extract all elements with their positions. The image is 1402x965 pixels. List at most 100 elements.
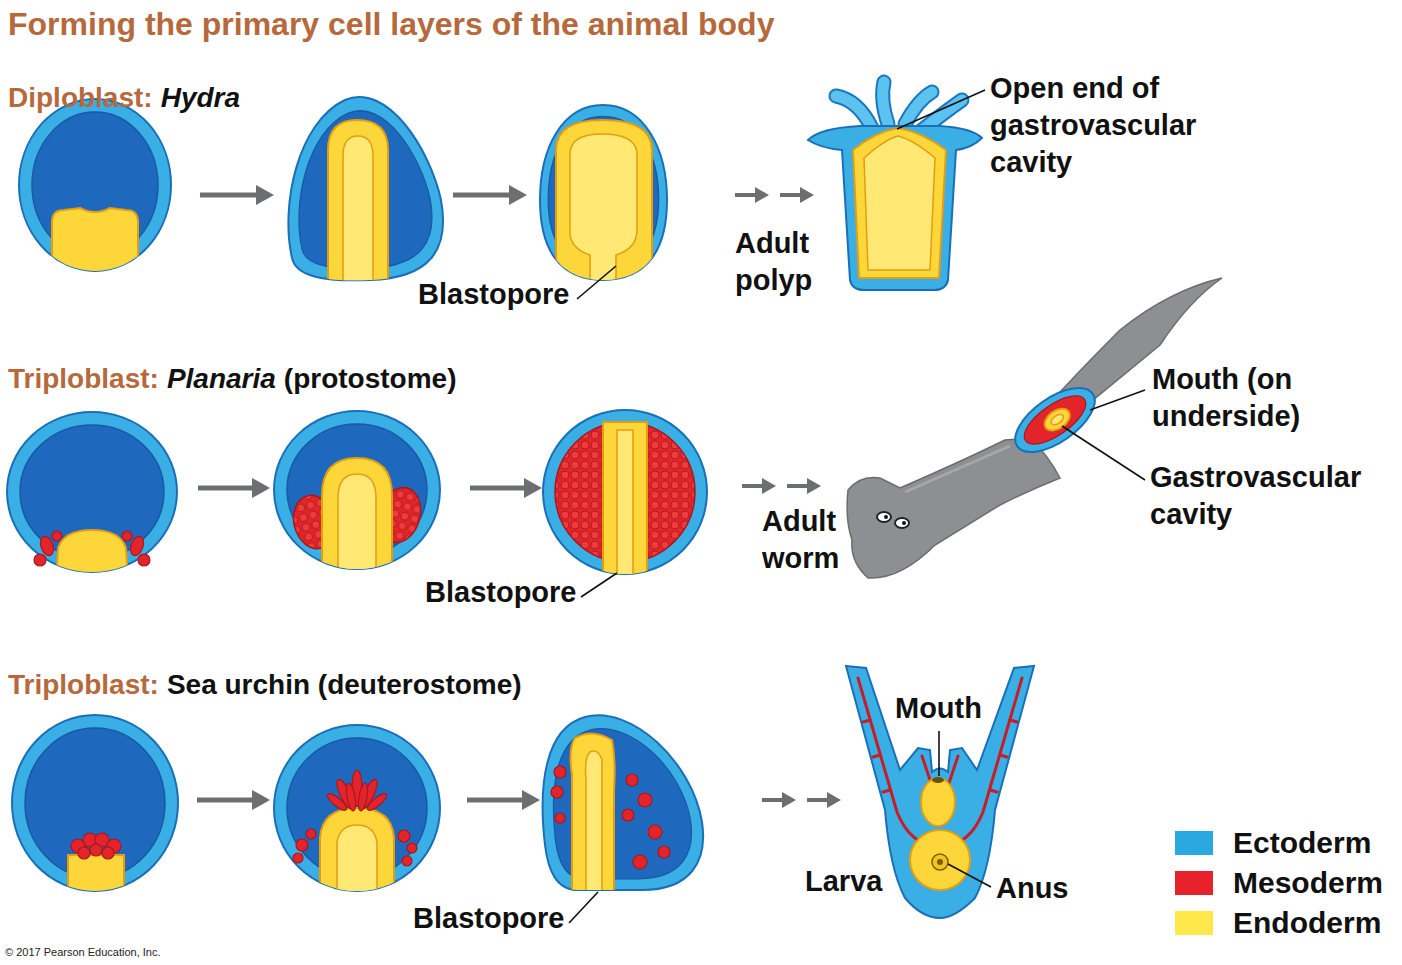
urchin-embryo-late xyxy=(586,751,603,900)
part-label: Open end of gastrovascular cavity xyxy=(990,70,1230,181)
process-arrow xyxy=(782,792,796,808)
urchin-embryo-early xyxy=(78,847,90,859)
urchin-larva xyxy=(921,778,955,826)
row-heading: Triploblast:Planaria(protostome) xyxy=(8,361,457,397)
hydra-polyp xyxy=(836,96,872,128)
legend-row: Ectoderm xyxy=(1175,823,1383,863)
part-label: Blastopore xyxy=(425,574,576,611)
process-arrow xyxy=(470,486,526,491)
legend-swatch xyxy=(1175,831,1213,855)
part-label: Blastopore xyxy=(413,900,564,937)
planaria-embryo-early xyxy=(52,531,62,541)
hydra-embryo-gastrula xyxy=(328,120,388,290)
process-arrow xyxy=(256,185,274,205)
urchin-embryo-early xyxy=(102,847,114,859)
row-heading-text: Hydra xyxy=(161,80,240,116)
legend-row: Endoderm xyxy=(1175,903,1383,943)
planaria-embryo-early xyxy=(56,530,128,580)
process-arrow xyxy=(755,187,769,203)
process-arrow xyxy=(787,484,809,488)
flatworm xyxy=(877,512,891,522)
urchin-embryo-gastrula xyxy=(306,829,316,839)
legend-label: Ectoderm xyxy=(1233,826,1371,860)
hydra-polyp xyxy=(836,82,962,130)
process-arrow xyxy=(807,478,821,494)
planaria-embryo-early xyxy=(122,531,132,541)
planaria-embryo-gastrula xyxy=(322,458,392,580)
row-heading-text: Triploblast: xyxy=(8,361,159,397)
part-label: Larva xyxy=(805,863,882,900)
urchin-embryo-late xyxy=(633,855,647,869)
planaria-embryo-late xyxy=(603,422,647,582)
urchin-embryo-late xyxy=(638,793,652,807)
part-label: Mouth xyxy=(895,690,982,727)
hydra-embryo-gastrula xyxy=(343,136,373,290)
hydra-embryo-late xyxy=(556,120,652,292)
hydra-embryo-gastrula xyxy=(328,120,388,290)
planaria-embryo-early xyxy=(138,554,150,566)
process-arrow xyxy=(742,484,764,488)
row-heading-text: Triploblast: xyxy=(8,667,159,703)
urchin-embryo-gastrula xyxy=(357,783,370,812)
urchin-embryo-early xyxy=(90,844,102,856)
process-arrow xyxy=(762,798,784,802)
urchin-embryo-early xyxy=(25,728,165,878)
process-arrow xyxy=(522,790,540,810)
legend-label: Mesoderm xyxy=(1233,866,1383,900)
leader-line xyxy=(577,266,616,299)
row-heading: Triploblast:Sea urchin (deuterostome) xyxy=(8,667,522,703)
urchin-embryo-early xyxy=(68,855,124,900)
legend-swatch xyxy=(1175,871,1213,895)
planaria-embryo-gastrula xyxy=(338,474,376,580)
hydra-polyp xyxy=(836,96,872,128)
flatworm xyxy=(884,515,888,519)
row-heading-text: Sea urchin (deuterostome) xyxy=(167,667,522,703)
part-label: Adult polyp xyxy=(735,225,845,299)
planaria-embryo-late xyxy=(543,410,707,582)
planaria-embryo-late xyxy=(603,422,647,582)
flatworm xyxy=(905,446,1010,492)
urchin-embryo-late xyxy=(551,786,563,798)
process-arrow xyxy=(198,486,254,491)
hydra-polyp xyxy=(883,82,888,124)
planaria-embryo-early xyxy=(56,530,128,580)
urchin-embryo-gastrula xyxy=(402,856,412,866)
hydra-polyp xyxy=(883,82,888,124)
urchin-embryo-late xyxy=(622,809,634,821)
process-arrow xyxy=(827,792,841,808)
hydra-embryo-late xyxy=(540,105,667,292)
legend: EctodermMesodermEndoderm xyxy=(1175,823,1383,943)
flatworm xyxy=(902,521,906,525)
process-arrow xyxy=(509,185,527,205)
process-arrow xyxy=(197,798,254,803)
urchin-embryo-late xyxy=(571,733,615,900)
copyright-note: © 2017 Pearson Education, Inc. xyxy=(5,945,160,959)
hydra-embryo-early xyxy=(19,99,171,275)
urchin-embryo-gastrula xyxy=(325,791,349,813)
hydra-polyp xyxy=(808,82,982,290)
part-label: Adult worm xyxy=(762,503,872,577)
process-arrow xyxy=(252,478,270,498)
hydra-embryo-gastrula xyxy=(288,97,443,290)
urchin-embryo-late xyxy=(648,825,662,839)
hydra-polyp xyxy=(808,126,982,290)
flatworm xyxy=(847,438,1060,578)
urchin-embryo-late xyxy=(543,715,703,900)
row-heading-text: Planaria xyxy=(167,361,276,397)
urchin-embryo-gastrula xyxy=(407,843,417,853)
part-label: Gastrovascular cavity xyxy=(1150,459,1385,533)
urchin-larva xyxy=(932,777,944,783)
urchin-embryo-late xyxy=(658,846,670,858)
urchin-larva xyxy=(937,859,943,865)
process-arrow xyxy=(252,790,270,810)
hydra-embryo-late xyxy=(570,134,637,292)
urchin-embryo-gastrula xyxy=(320,808,394,900)
urchin-embryo-early xyxy=(68,855,124,900)
planaria-embryo-gastrula xyxy=(274,411,440,580)
urchin-embryo-late xyxy=(554,766,566,778)
hydra-embryo-early xyxy=(52,208,138,275)
urchin-embryo-gastrula xyxy=(296,839,308,851)
urchin-embryo-gastrula xyxy=(398,830,410,842)
process-arrow xyxy=(762,478,776,494)
